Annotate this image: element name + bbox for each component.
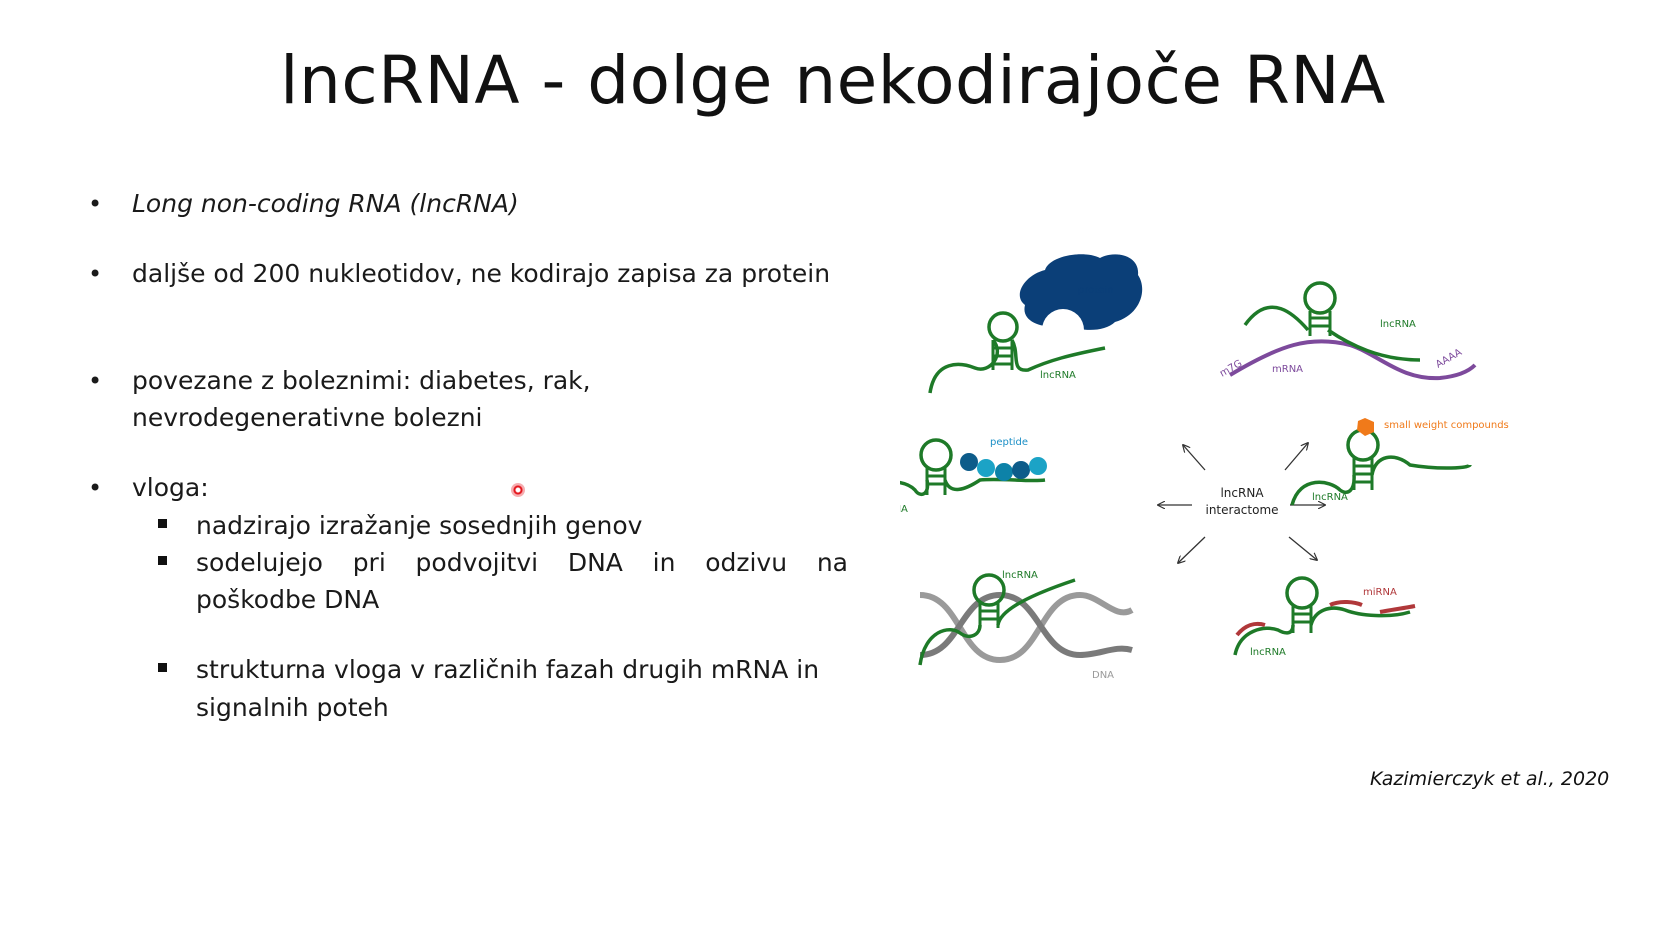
lncrna-label: lncRNA xyxy=(1002,570,1038,581)
sub-bullet-text-line2: poškodbe DNA xyxy=(196,585,380,614)
mirna-strand-1 xyxy=(1235,621,1266,637)
lncrna-label: lncRNA xyxy=(1040,370,1076,381)
bullet-marker: • xyxy=(88,260,103,288)
stem-rungs xyxy=(1291,606,1313,633)
small-compound-binding-module: small weight compounds lncRNA xyxy=(1290,418,1509,506)
mrna-label: mRNA xyxy=(1272,364,1303,375)
arrow-to-mrna xyxy=(1284,443,1308,471)
sub-bullet-text-line2: signalnih poteh xyxy=(196,693,389,722)
word: pri xyxy=(352,548,386,577)
bullet-marker: • xyxy=(88,474,103,502)
stem-loop xyxy=(972,573,1006,607)
mirna-strand-2 xyxy=(1329,600,1363,607)
laser-pointer-dot xyxy=(511,483,525,497)
word: podvojitvi xyxy=(415,548,539,577)
protein-pocket xyxy=(1042,309,1084,351)
mirna-label: miRNA xyxy=(1363,587,1397,598)
word: na xyxy=(816,548,848,577)
arrow-to-protein xyxy=(1183,445,1206,471)
dna-label: DNA xyxy=(1092,670,1114,681)
small-compounds-label: small weight compounds xyxy=(1384,420,1509,431)
mrna-binding-module: lncRNA mRNA m7G AAAA xyxy=(1218,281,1477,381)
stem-rungs xyxy=(991,340,1014,370)
lncrna-interactome-figure: lncRNA interactome protein lncRNA xyxy=(900,254,1509,681)
bullet-text: Long non-coding RNA (lncRNA) xyxy=(132,189,519,218)
interactome-arrows xyxy=(1158,443,1325,563)
interactome-label-1: lncRNA xyxy=(1220,486,1264,500)
protein-binding-module: protein lncRNA xyxy=(928,254,1143,394)
protein-shape xyxy=(1019,254,1143,330)
sub-bullet-text-line1: sodelujejo pri podvojitvi DNA in odzivu … xyxy=(196,544,848,582)
compound-shape xyxy=(1357,418,1374,436)
square-bullet-marker xyxy=(158,663,167,672)
stem-rungs xyxy=(978,603,1000,628)
lncrna-strand xyxy=(1243,305,1421,362)
stem-rungs xyxy=(1352,458,1374,490)
square-bullet-marker xyxy=(158,519,167,528)
protein-label: protein xyxy=(1078,285,1114,296)
bullet-text-line1: povezane z boleznimi: diabetes, rak, xyxy=(132,366,591,395)
interactome-label-2: interactome xyxy=(1205,503,1278,517)
word: in xyxy=(652,548,676,577)
stem-rungs xyxy=(925,468,947,495)
sub-bullet-text-line1: strukturna vloga v različnih fazah drugi… xyxy=(196,655,820,684)
stem-loop xyxy=(987,311,1019,343)
stem-loop xyxy=(919,438,953,472)
bullet-text: vloga: xyxy=(132,473,209,502)
lncrna-strand xyxy=(900,477,1046,497)
peptide-beads xyxy=(960,453,1047,481)
word: DNA xyxy=(567,548,623,577)
arrow-to-dna xyxy=(1178,536,1206,563)
lncrna-label: lncRNA xyxy=(1250,647,1286,658)
peptide-binding-module: peptide lncRNA xyxy=(900,437,1047,515)
arrow-to-mirna xyxy=(1288,536,1317,560)
dna-binding-module: lncRNA DNA xyxy=(918,570,1134,681)
word: sodelujejo xyxy=(196,548,323,577)
word: odzivu xyxy=(705,548,788,577)
peptide-label: peptide xyxy=(990,437,1028,448)
lncrna-label: lncRNA xyxy=(900,504,908,515)
dna-strand-1 xyxy=(919,591,1134,664)
bullet-text-line2: nevrodegenerativne bolezni xyxy=(132,403,483,432)
polya-tail-label: AAAA xyxy=(1434,347,1464,371)
bullet-text: daljše od 200 nukleotidov, ne kodirajo z… xyxy=(132,259,831,288)
mrna-strand xyxy=(1228,339,1477,381)
lncrna-strand xyxy=(1233,606,1411,656)
lncrna-label: lncRNA xyxy=(1380,319,1416,330)
stem-loop xyxy=(1303,281,1337,315)
bullet-marker: • xyxy=(88,367,103,395)
mirna-strand-3 xyxy=(1379,604,1416,614)
stem-loop xyxy=(1285,576,1319,610)
lncrna-strand xyxy=(928,338,1106,394)
sub-bullet-text: nadzirajo izražanje sosednjih genov xyxy=(196,511,643,540)
slide-title: lncRNA - dolge nekodirajoče RNA xyxy=(280,42,1386,119)
lncrna-label: lncRNA xyxy=(1312,492,1348,503)
mirna-binding-module: miRNA lncRNA xyxy=(1233,576,1416,658)
square-bullet-marker xyxy=(158,556,167,565)
citation: Kazimierczyk et al., 2020 xyxy=(1370,768,1610,790)
stem-rungs xyxy=(1308,311,1332,336)
bullet-marker: • xyxy=(88,190,103,218)
